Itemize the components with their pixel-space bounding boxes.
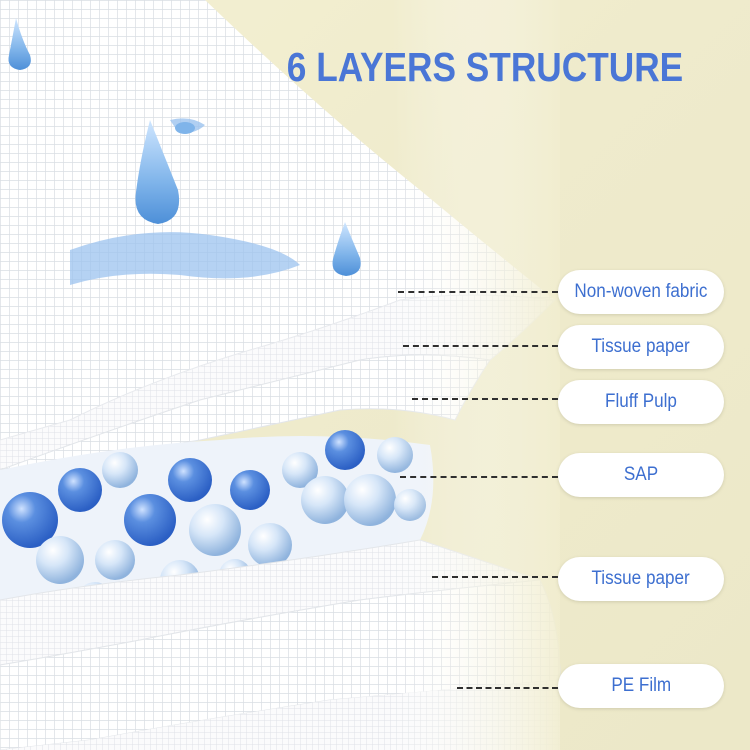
layer-label-non-woven-fabric: Non-woven fabric xyxy=(558,270,724,314)
layer-label-tissue-paper-bottom: Tissue paper xyxy=(558,557,724,601)
leader-line-2 xyxy=(403,345,558,347)
layer-label-text: PE Film xyxy=(611,675,671,696)
leader-line-5 xyxy=(432,576,558,578)
page-title: 6 LAYERS STRUCTURE xyxy=(286,44,684,90)
layer-label-tissue-paper-top: Tissue paper xyxy=(558,325,724,369)
layer-label-sap: SAP xyxy=(558,453,724,497)
layer-label-text: Tissue paper xyxy=(591,336,691,357)
layer-label-pe-film: PE Film xyxy=(558,664,724,708)
leader-line-3 xyxy=(412,398,558,400)
layer-label-fluff-pulp: Fluff Pulp xyxy=(558,380,724,424)
layer-label-text: Fluff Pulp xyxy=(605,391,677,412)
leader-line-1 xyxy=(398,291,558,293)
water-droplets xyxy=(8,18,361,276)
leader-line-6 xyxy=(457,687,558,689)
layer-label-text: SAP xyxy=(623,464,659,485)
layer-label-text: Tissue paper xyxy=(591,568,691,589)
leader-line-4 xyxy=(400,476,558,478)
layer-label-text: Non-woven fabric xyxy=(574,281,708,302)
